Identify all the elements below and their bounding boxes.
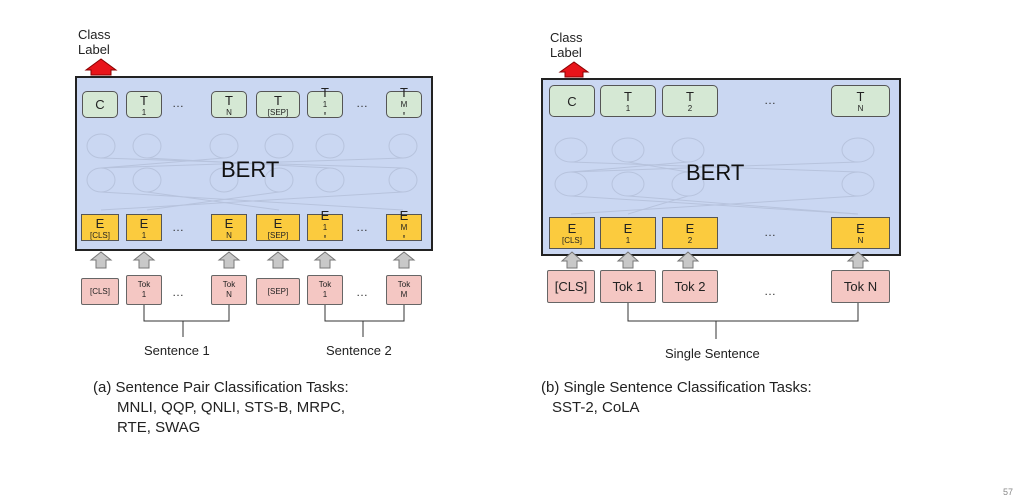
- left-emb-ellipsis-2: …: [356, 220, 368, 234]
- right-token-tokn: Tok N: [831, 270, 890, 303]
- left-bert-title: BERT: [221, 157, 280, 182]
- left-output-tsep: T[SEP]: [256, 91, 300, 118]
- left-emb-sep: E[SEP]: [256, 214, 300, 241]
- left-sentence1-label: Sentence 1: [144, 343, 210, 358]
- left-class-label: Class Label: [78, 27, 111, 57]
- left-caption-line1: (a) Sentence Pair Classification Tasks:: [93, 379, 349, 396]
- page-number: 57: [1002, 487, 1013, 497]
- left-output-c: C: [82, 91, 118, 118]
- right-token-tok1: Tok 1: [600, 270, 656, 303]
- right-output-ellipsis: …: [764, 93, 776, 107]
- left-token-ellipsis: …: [172, 285, 184, 299]
- left-output-ellipsis-2: …: [356, 96, 368, 110]
- left-caption-line2: MNLI, QQP, QNLI, STS-B, MRPC,: [117, 399, 346, 416]
- left-emb-ellipsis: …: [172, 220, 184, 234]
- right-emb-cls: E[CLS]: [549, 217, 595, 249]
- right-token-ellipsis: …: [764, 284, 776, 298]
- right-output-c: C: [549, 85, 595, 117]
- left-output-ellipsis: …: [172, 96, 184, 110]
- left-caption-line3: RTE, SWAG: [117, 419, 201, 436]
- right-single-sentence-label: Single Sentence: [665, 346, 760, 361]
- right-bert-title: BERT: [686, 160, 745, 185]
- left-emb-cls: E[CLS]: [81, 214, 119, 241]
- right-emb-ellipsis: …: [764, 225, 776, 239]
- right-caption-line2: SST-2, CoLA: [552, 399, 640, 416]
- left-token-sep: [SEP]: [256, 278, 300, 305]
- right-token-cls: [CLS]: [547, 270, 595, 303]
- right-token-tok2: Tok 2: [662, 270, 718, 303]
- right-caption-line1: (b) Single Sentence Classification Tasks…: [541, 379, 812, 396]
- right-class-label: Class Label: [550, 30, 583, 60]
- left-token-cls: [CLS]: [81, 278, 119, 305]
- left-sentence2-label: Sentence 2: [326, 343, 392, 358]
- left-token-ellipsis-2: …: [356, 285, 368, 299]
